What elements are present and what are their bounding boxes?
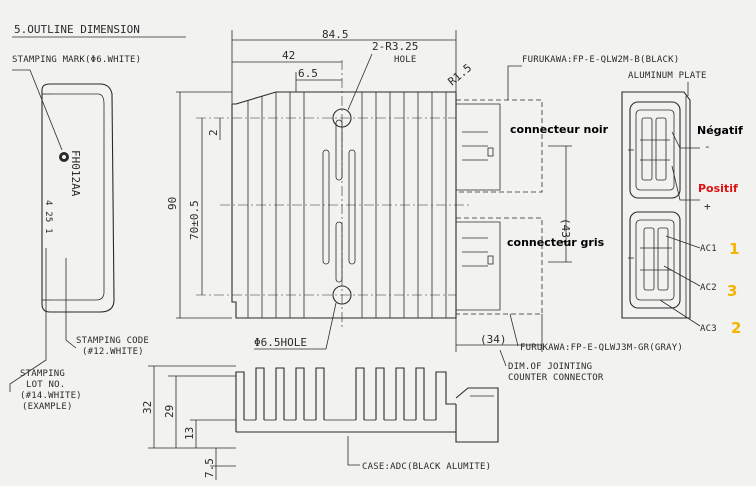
dim-small-2: 2 bbox=[207, 129, 220, 136]
pin-ac2: AC2 bbox=[700, 283, 717, 293]
dim-42: 42 bbox=[282, 49, 295, 62]
model-code: FH012AA bbox=[69, 150, 82, 197]
side-view bbox=[235, 367, 499, 443]
connector-bottom-leader bbox=[509, 313, 519, 347]
dim-43: (43) bbox=[559, 218, 572, 245]
stamping-lot-3: (#14.WHITE) bbox=[20, 391, 82, 401]
case-label: CASE:ADC(BLACK ALUMITE) bbox=[362, 462, 491, 472]
jointing-label-1: DIM.OF JOINTING bbox=[508, 362, 592, 372]
black-connector-note: connecteur noir bbox=[510, 123, 609, 136]
front-view bbox=[41, 83, 115, 313]
aluminum-plate-label: ALUMINUM PLATE bbox=[628, 71, 707, 81]
dim-hole-top-2: HOLE bbox=[394, 55, 416, 65]
top-dimensions bbox=[231, 30, 457, 104]
date-code: 4 25 1 bbox=[43, 200, 53, 234]
pin-ac2-number: 3 bbox=[727, 282, 737, 300]
connector-bottom-label: FURUKAWA:FP-E-QLWJ3M-GR(GRAY) bbox=[520, 343, 683, 353]
case-leader bbox=[347, 436, 360, 466]
left-dimensions bbox=[176, 91, 232, 319]
hole-leader bbox=[347, 53, 373, 111]
jointing-leader bbox=[499, 349, 507, 367]
pin-plus-sign: + bbox=[704, 200, 711, 213]
pin-minus-sign: - bbox=[704, 140, 711, 153]
dim-h29: 29 bbox=[163, 405, 176, 418]
dim-34: (34) bbox=[480, 333, 507, 346]
stamping-mark-leader bbox=[12, 69, 63, 151]
stamping-code-label-2: (#12.WHITE) bbox=[82, 347, 144, 357]
dim-h32: 32 bbox=[141, 401, 154, 414]
main-body bbox=[231, 91, 457, 319]
jointing-label-2: COUNTER CONNECTOR bbox=[508, 373, 604, 383]
grey-connector-note: connecteur gris bbox=[507, 236, 605, 249]
negative-note: Négatif bbox=[697, 124, 743, 137]
dim-hole-top: 2-R3.25 bbox=[372, 40, 418, 53]
dim-height-90: 90 bbox=[166, 197, 179, 210]
connector-top-label: FURUKAWA:FP-E-QLW2M-B(BLACK) bbox=[522, 55, 679, 65]
drawing-title: 5.OUTLINE DIMENSION bbox=[14, 23, 140, 36]
pin-ac1-number: 1 bbox=[729, 240, 739, 258]
stamping-lot-2: LOT NO. bbox=[26, 380, 65, 390]
pin-ac3-number: 2 bbox=[731, 319, 741, 337]
positive-note: Positif bbox=[698, 182, 738, 195]
side-dimensions bbox=[148, 365, 236, 480]
ac2-leader bbox=[663, 265, 701, 287]
connector-face bbox=[621, 91, 691, 319]
pin-ac1: AC1 bbox=[700, 244, 717, 254]
dim-h13: 13 bbox=[183, 427, 196, 440]
stamping-mark-label: STAMPING MARK(Φ6.WHITE) bbox=[12, 55, 141, 65]
connector-outlines bbox=[455, 99, 543, 315]
dim-overall-width: 84.5 bbox=[322, 28, 349, 41]
dim-radius: R1.5 bbox=[446, 61, 475, 88]
dim-6-5: 6.5 bbox=[298, 67, 318, 80]
connector-top-leader bbox=[507, 65, 522, 100]
dim-hole-bottom: Φ6.5HOLE bbox=[254, 336, 307, 349]
stamping-lot-4: (EXAMPLE) bbox=[22, 402, 73, 412]
hole-bottom-leader bbox=[254, 302, 337, 350]
positive-leader bbox=[671, 165, 700, 201]
stamping-mark-center bbox=[62, 155, 66, 159]
negative-leader bbox=[671, 131, 700, 149]
stamping-code-leader bbox=[65, 258, 77, 349]
dim-pitch-70: 70±0.5 bbox=[188, 200, 201, 240]
ac1-leader bbox=[665, 235, 701, 249]
ac3-leader bbox=[659, 299, 701, 327]
stamping-lot-1: STAMPING bbox=[20, 369, 65, 379]
dim-h7-5: 7.5 bbox=[203, 458, 216, 478]
stamping-code-label-1: STAMPING CODE bbox=[76, 336, 149, 346]
stamping-lot-leader bbox=[9, 248, 47, 392]
pin-ac3: AC3 bbox=[700, 324, 717, 334]
